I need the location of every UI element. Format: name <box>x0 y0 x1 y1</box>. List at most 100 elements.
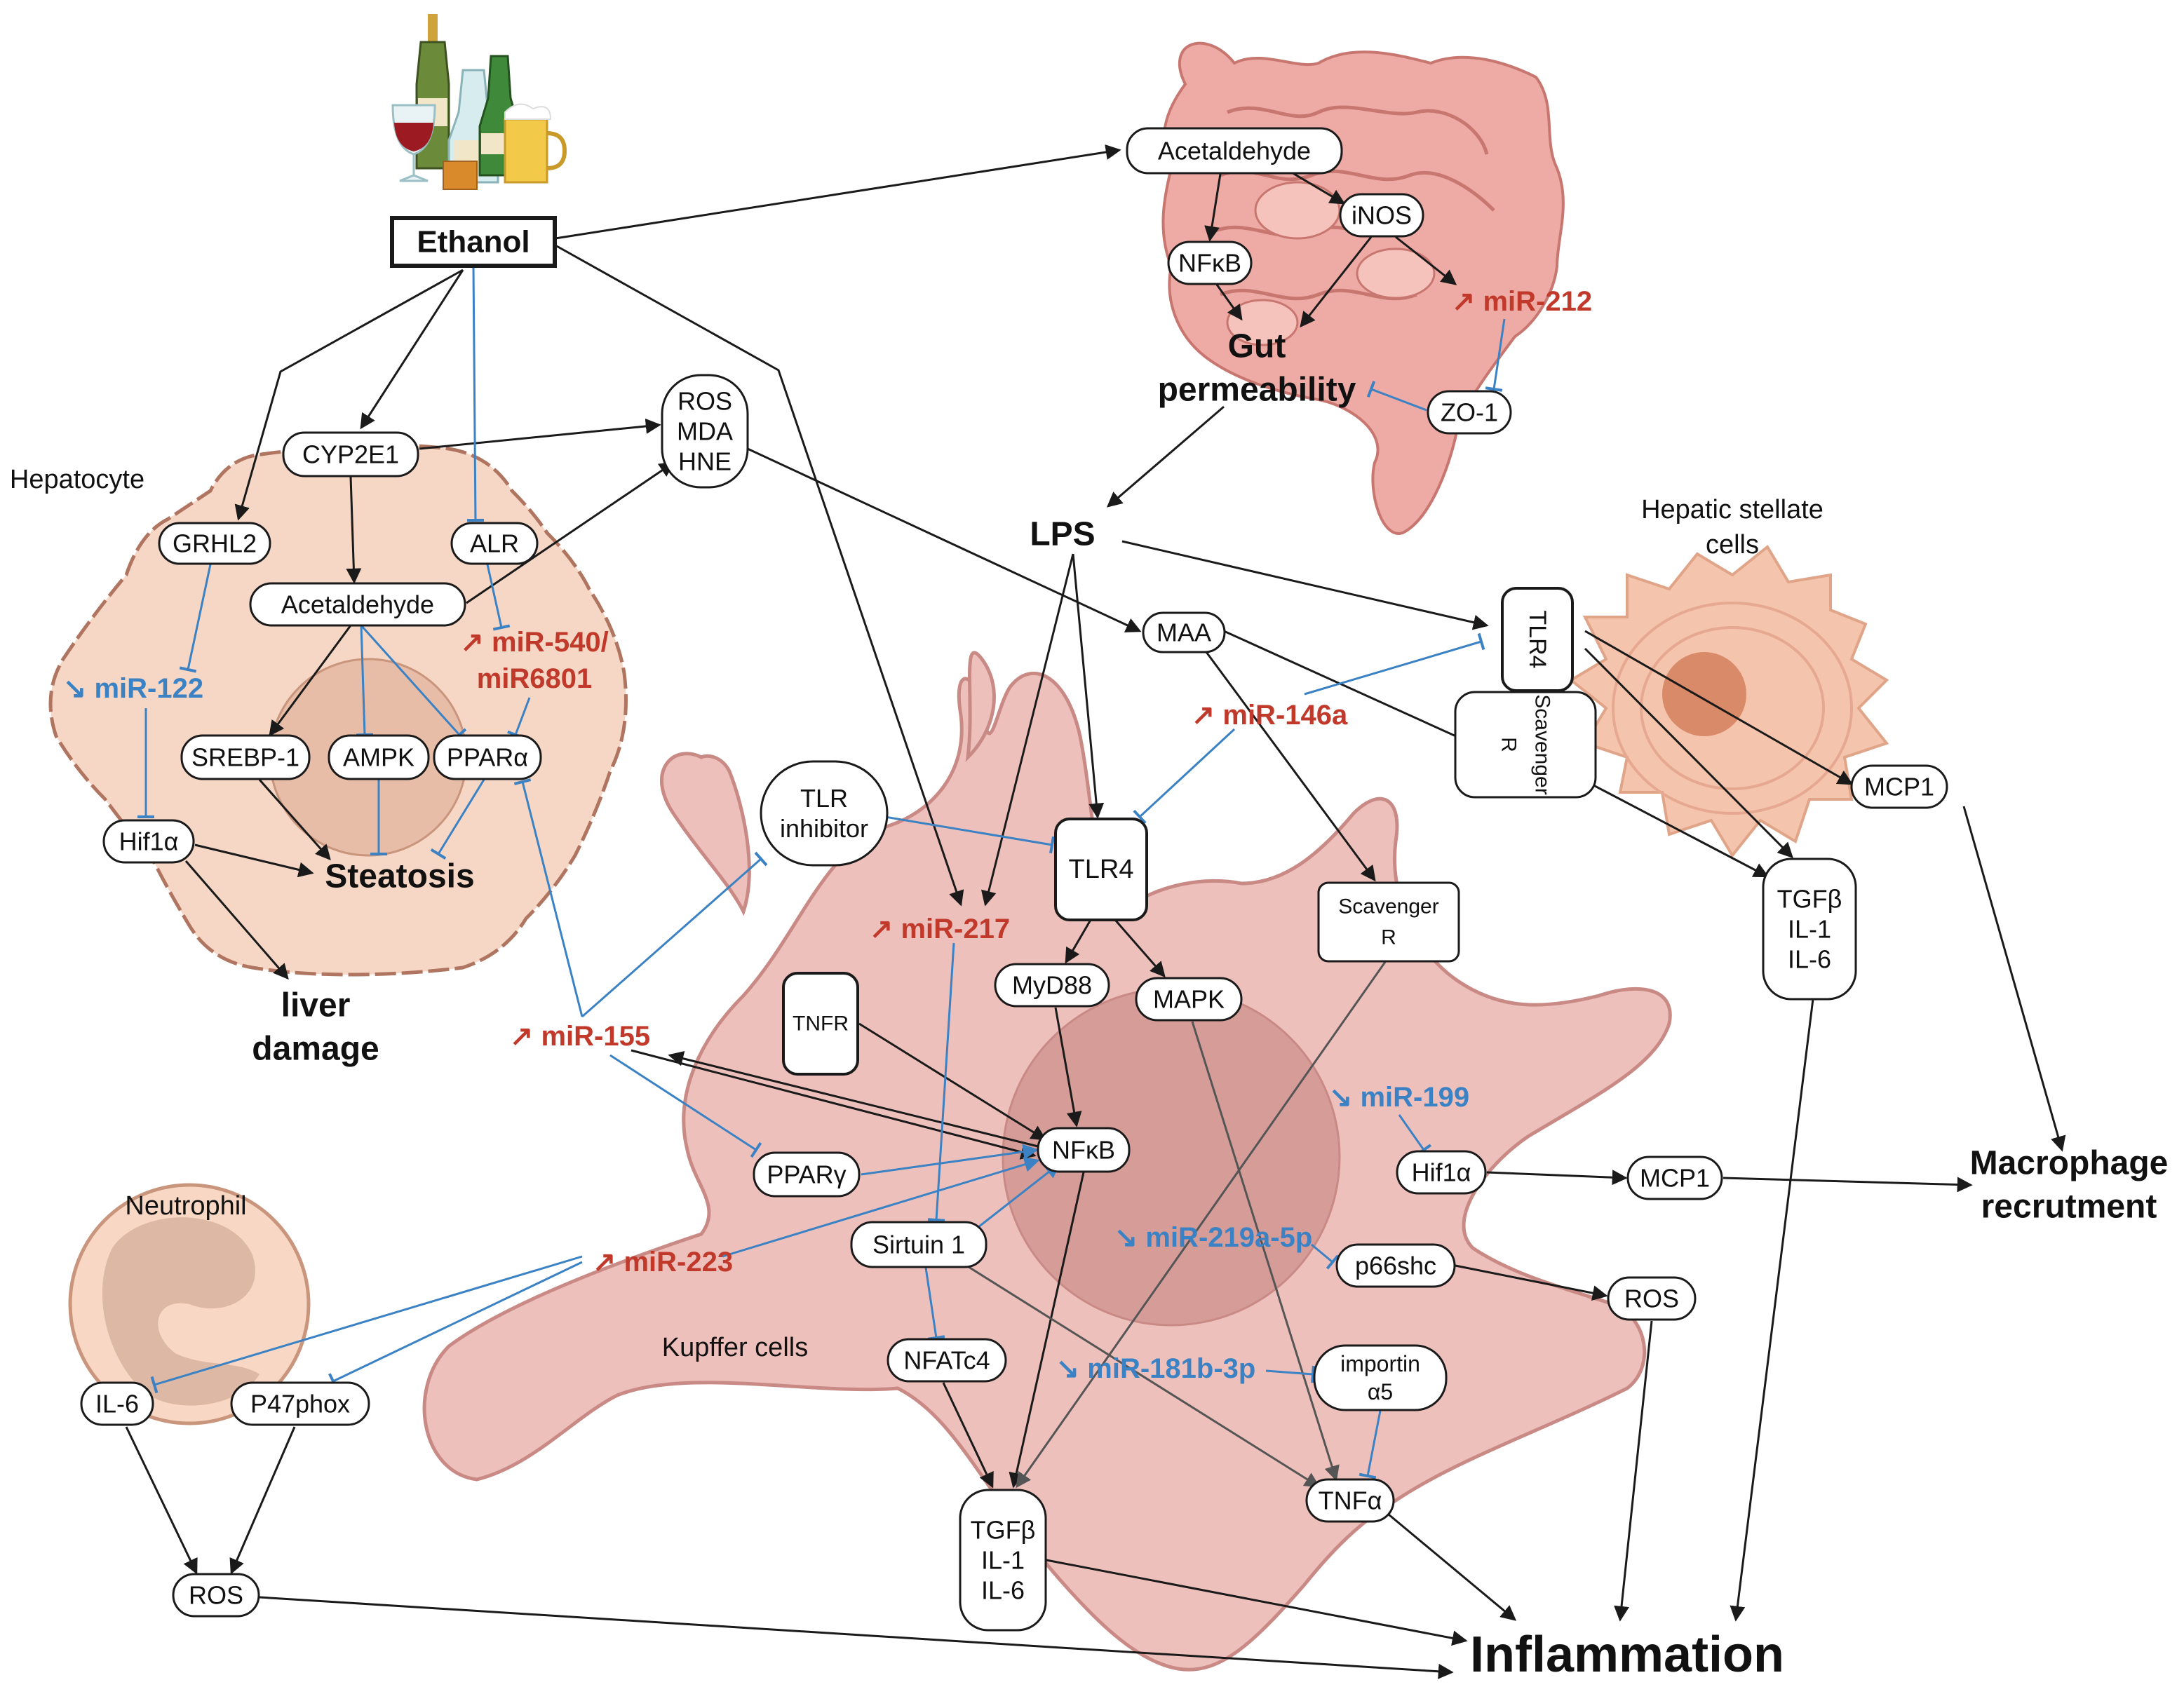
node-box <box>1607 1276 1697 1321</box>
edge-hif1a-steatosis <box>194 843 314 878</box>
edge-nfkb-mir155 <box>668 1050 1039 1148</box>
node-label: CYP2E1 <box>302 440 399 469</box>
edge-lps-tlr4-stellate <box>1121 540 1489 630</box>
node-gut_nfkb: NFκB <box>1167 240 1253 285</box>
kupffer-cells-label: Kupffer cells <box>662 1333 808 1362</box>
inhibit-importin-tnfa <box>1359 1410 1382 1479</box>
node-gut_acetaldehyde: Acetaldehyde <box>1126 127 1343 175</box>
edge-maa-scavenger-stellate <box>1223 630 1474 745</box>
node-label: Hif1α <box>1412 1158 1471 1187</box>
edge-sirtuin-tnfa <box>960 1261 1321 1488</box>
edge-ethanol-acetaldehyde <box>555 144 1121 240</box>
node-ampk: AMPK <box>328 734 430 780</box>
node-box <box>1135 977 1243 1022</box>
edge-ros-maa <box>747 447 1142 632</box>
inhibit-mir146a-tlr4-stellate <box>1304 632 1485 696</box>
edge-ros-inflammation <box>1614 1320 1653 1622</box>
inhibit-mir199-hif1a <box>1398 1114 1431 1156</box>
node-il6_neutrophil: IL-6 <box>80 1381 154 1426</box>
edge-p47-ros <box>229 1426 296 1575</box>
neutrophil-label: Neutrophil <box>125 1191 246 1221</box>
inhibit-sirtuin-nfkb <box>978 1163 1061 1228</box>
node-box <box>1335 1243 1456 1288</box>
edge-tlr4-mcp1 <box>1584 630 1854 785</box>
node-label: Sirtuin 1 <box>872 1231 965 1259</box>
node-pparα: PPARα <box>433 734 542 780</box>
node-box <box>172 1573 260 1618</box>
node-box <box>282 431 419 477</box>
node-label: ScavengerR <box>1497 694 1554 794</box>
inhibit-zo1-gut <box>1366 381 1427 412</box>
node-label: SREBP-1 <box>191 743 299 772</box>
mir-181b-3p-label: ↘ miR-181b-3p <box>1056 1353 1256 1384</box>
node-box <box>1313 1344 1448 1411</box>
node-maa: MAA <box>1142 611 1226 653</box>
mir-155-label: ↗ miR-155 <box>510 1021 650 1052</box>
node-label: Acetaldehyde <box>281 590 434 619</box>
edge-ethanol-grhl2 <box>234 269 464 521</box>
node-grhl2: GRHL2 <box>158 522 271 565</box>
node-p66shc: p66shc <box>1335 1243 1456 1288</box>
inhibit-mir155-pparγ <box>609 1054 762 1158</box>
inhibit-mir219-p66shc <box>1311 1243 1340 1270</box>
edge-ethanol-mir217 <box>555 244 964 907</box>
node-ros_neutrophil: ROS <box>172 1573 260 1618</box>
node-box <box>1850 764 1948 809</box>
edge-inos-gut <box>1300 236 1373 328</box>
node-label: p66shc <box>1355 1252 1436 1280</box>
edge-nfkb-tgf <box>1009 1172 1085 1489</box>
edge-tlr4-myd88 <box>1065 919 1092 964</box>
node-mcp1_stellate: MCP1 <box>1850 764 1948 809</box>
edge-maa-scavenger-kupffer <box>1205 651 1376 882</box>
edge-hif1a-mcp1 <box>1486 1170 1628 1186</box>
inhibit-mir212-zo1 <box>1485 318 1506 392</box>
edge-hif1a-liver <box>184 860 289 980</box>
inhibit-ethanol-alr <box>466 266 485 522</box>
edge-tgf-inflammation <box>1730 998 1814 1622</box>
node-box <box>158 522 271 565</box>
node-box <box>1037 1127 1131 1173</box>
inhibit-grhl2-mir122 <box>179 564 212 673</box>
inhibit-mir540-pparα <box>507 697 531 740</box>
node-srebp1: SREBP-1 <box>180 734 311 780</box>
node-box <box>1317 881 1460 963</box>
node-box <box>1167 240 1253 285</box>
stellate-cell <box>1568 545 1889 858</box>
edge-acetaldehyde-srebp1 <box>269 625 352 737</box>
node-label: TLR4 <box>1069 855 1134 884</box>
inhibit-alr-mir540 <box>486 564 511 631</box>
steatosis-label: Steatosis <box>325 858 474 895</box>
edge-mir155-nfkb <box>631 1049 1037 1160</box>
node-nfatc4: NFATc4 <box>887 1338 1007 1383</box>
node-box <box>180 734 311 780</box>
node-label: MCP1 <box>1640 1164 1710 1193</box>
node-box <box>1305 1478 1395 1523</box>
mir-217-label: ↗ miR-217 <box>870 914 1010 944</box>
node-label: PPARγ <box>767 1160 846 1189</box>
node-box <box>1054 818 1148 921</box>
node-label: ALR <box>470 529 519 558</box>
node-box <box>328 734 430 780</box>
node-cyp2e1: CYP2E1 <box>282 431 419 477</box>
node-label: NFATc4 <box>903 1346 990 1375</box>
inhibit-acetaldehyde-pparα <box>360 624 467 742</box>
node-label: TNFα <box>1319 1486 1382 1515</box>
node-label: MAA <box>1157 618 1211 647</box>
edge-mcp1-macrophage2 <box>1723 1177 1973 1193</box>
node-zo1: ZO-1 <box>1427 390 1512 435</box>
edge-mcp1-macrophage <box>1962 806 2066 1152</box>
edge-tgf-inflammation2 <box>1046 1559 1468 1646</box>
node-label: ROS <box>1624 1285 1679 1313</box>
node-tnfr: TNFR <box>782 972 859 1076</box>
